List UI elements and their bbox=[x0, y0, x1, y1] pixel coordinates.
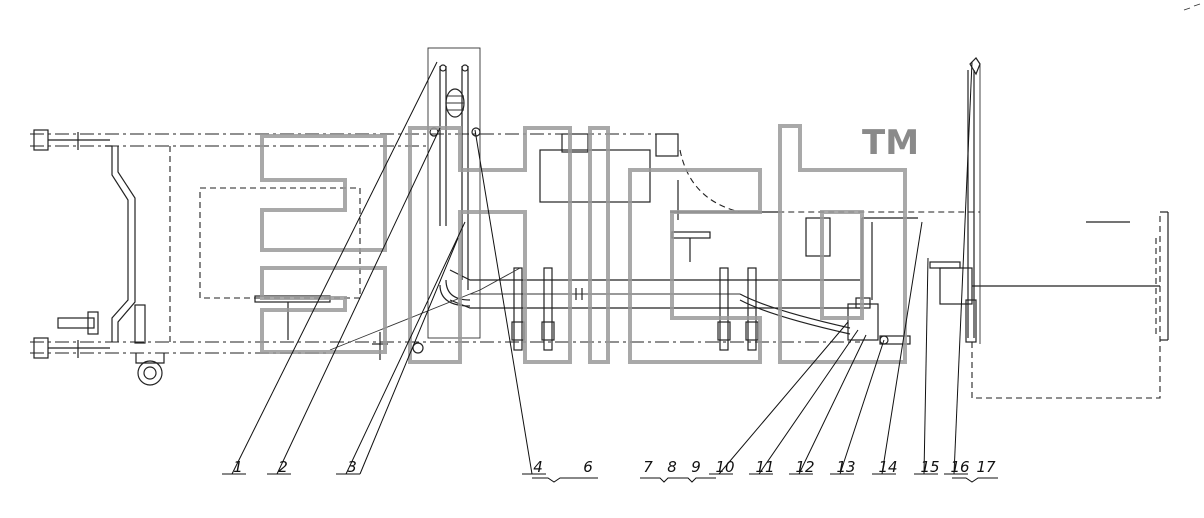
callout-label-7: 7 bbox=[643, 458, 653, 476]
callout-label-15: 15 bbox=[920, 458, 939, 476]
watermark-tm: TM bbox=[862, 123, 919, 163]
grouping-braces bbox=[532, 477, 998, 483]
callout-label-14: 14 bbox=[878, 458, 897, 476]
callout-label-9: 9 bbox=[691, 458, 701, 476]
callout-label-2: 2 bbox=[278, 458, 288, 476]
callout-label-4: 4 bbox=[533, 458, 543, 476]
callout-leader-14 bbox=[881, 221, 923, 475]
callout-leader-16 bbox=[953, 61, 973, 475]
chassis-frame bbox=[30, 47, 1169, 399]
callout-label-13: 13 bbox=[836, 458, 855, 476]
callout-leader-1 bbox=[231, 61, 438, 475]
watermark-logo: TM bbox=[260, 123, 919, 364]
callout-label-12: 12 bbox=[795, 458, 814, 476]
callout-label-10: 10 bbox=[715, 458, 734, 476]
callout-label-16: 16 bbox=[950, 458, 969, 476]
callout-label-3: 3 bbox=[347, 458, 357, 476]
callout-label-1: 1 bbox=[233, 458, 243, 476]
callout-leader-2 bbox=[276, 127, 441, 475]
callout-leader-12 bbox=[798, 334, 867, 475]
callout-label-6: 6 bbox=[583, 458, 593, 476]
callout-leader-3b bbox=[359, 237, 459, 475]
callout-label-17: 17 bbox=[976, 458, 996, 476]
callout-leader-3 bbox=[345, 221, 466, 475]
corner-mark bbox=[1183, 3, 1201, 11]
callout-label-8: 8 bbox=[667, 458, 677, 476]
callout-leader-10 bbox=[718, 321, 849, 475]
callout-leader-13 bbox=[839, 339, 885, 475]
callout-leader-15 bbox=[923, 257, 929, 475]
callout-label-11: 11 bbox=[755, 458, 774, 476]
callout-leader-4 bbox=[474, 129, 533, 475]
callout-leader-11 bbox=[758, 329, 859, 475]
